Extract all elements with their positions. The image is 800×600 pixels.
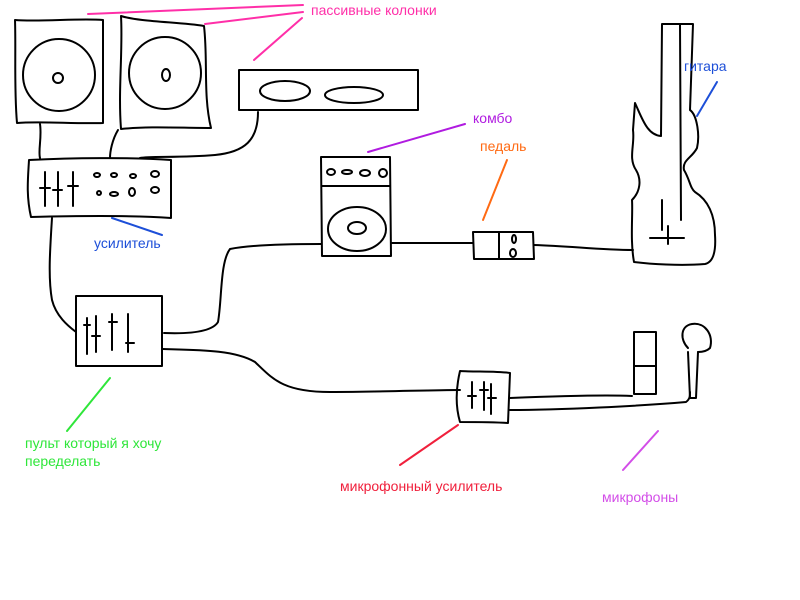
cable-mic-preamp-to-mic-1 [509, 394, 633, 399]
label-amplifier: усилитель [94, 235, 161, 251]
label-mixer: пульт который я хочу переделать [25, 435, 162, 469]
pointer-amplifier [111, 217, 163, 236]
guitar [630, 23, 717, 266]
pointer-pedal [482, 159, 508, 221]
cable-mixer-to-mic-preamp [162, 348, 461, 393]
pointer-passive-speakers-1 [87, 4, 304, 15]
cable-mixer-to-combo [163, 243, 322, 335]
cable-speaker-right-to-amp [109, 129, 119, 159]
pointer-mic-preamp [399, 424, 459, 466]
pointer-guitar [696, 81, 718, 117]
cable-pedal-to-guitar [533, 244, 634, 251]
pointer-passive-speakers-2 [204, 11, 304, 25]
speaker-right [119, 15, 212, 130]
cable-amp-to-mixer [48, 217, 77, 333]
label-microphones: микрофоны [602, 489, 679, 505]
combo-amp [320, 156, 392, 257]
label-passive-speakers: пассивные колонки [311, 2, 437, 18]
pointer-combo [367, 123, 466, 153]
cable-speaker-left-to-amp [38, 123, 42, 159]
cable-speaker-wide-to-amp [139, 111, 259, 159]
mixer [75, 295, 163, 367]
pointer-passive-speakers-3 [253, 17, 303, 61]
mic-preamp [455, 370, 511, 424]
pointer-microphones [622, 430, 659, 471]
pointer-mixer [66, 377, 111, 432]
speaker-wide [238, 69, 419, 111]
amplifier [26, 157, 172, 219]
label-guitar: гитара [684, 58, 727, 74]
pointer-lines [66, 4, 718, 471]
label-pedal: педаль [480, 138, 527, 154]
label-combo: комбо [473, 110, 513, 126]
microphone-2 [681, 322, 712, 399]
microphone-1 [633, 331, 657, 395]
label-mic-preamp: микрофонный усилитель [340, 478, 503, 494]
speaker-left [14, 18, 104, 125]
pedal [472, 231, 535, 260]
